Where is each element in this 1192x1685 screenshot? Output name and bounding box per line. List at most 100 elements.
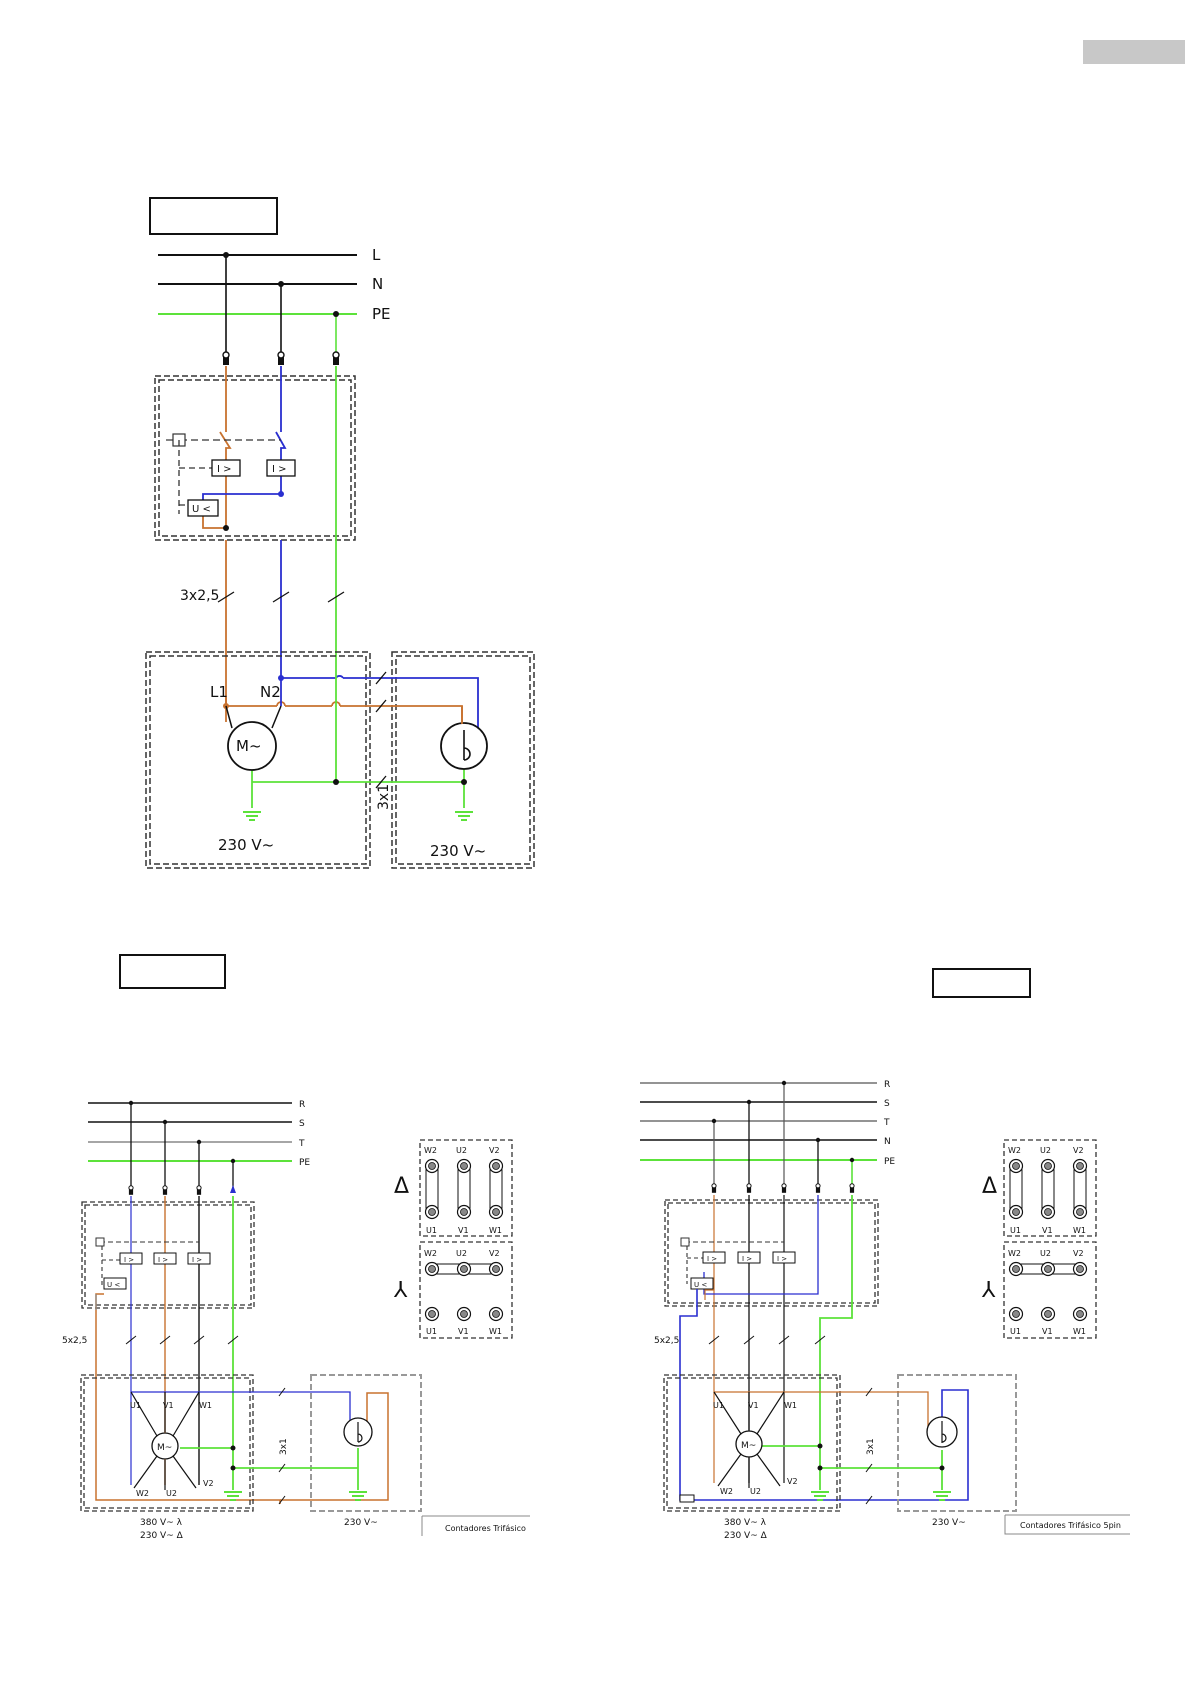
cable-label-2: 5x2,5 (62, 1336, 87, 1346)
pump-enclosure-3 (897, 1374, 1017, 1512)
svg-text:W2: W2 (1008, 1249, 1021, 1258)
svg-text:V2: V2 (489, 1146, 500, 1155)
svg-text:V1: V1 (458, 1226, 469, 1235)
svg-text:W2: W2 (424, 1146, 437, 1155)
svg-text:W2: W2 (1008, 1146, 1021, 1155)
bus-label-N: N (884, 1137, 891, 1147)
pump-cable-label-3: 3x1 (866, 1438, 876, 1455)
diagram-single-phase: L N PE (145, 197, 535, 869)
voltage-pump-3: 230 V~ (932, 1518, 966, 1528)
terminal-V1: V1 (163, 1401, 174, 1410)
earth-icon (223, 1491, 243, 1501)
earth-icon (454, 811, 474, 821)
svg-text:W2: W2 (424, 1249, 437, 1258)
title-box-3 (932, 968, 1031, 998)
svg-text:U2: U2 (1040, 1249, 1051, 1258)
svg-text:U2: U2 (456, 1249, 467, 1258)
svg-text:V2: V2 (1073, 1146, 1084, 1155)
terminal-W2: W2 (136, 1489, 149, 1498)
motor-symbol: M~ (741, 1441, 756, 1451)
breaker-enclosure-2 (81, 1201, 255, 1309)
star-symbol: ⅄ (982, 1278, 996, 1303)
svg-text:W1: W1 (489, 1327, 502, 1336)
svg-text:U1: U1 (1010, 1226, 1021, 1235)
voltage-star-3: 380 V~ λ (724, 1518, 767, 1528)
bus-label-T: T (298, 1139, 305, 1149)
earth-icon (932, 1491, 952, 1501)
terminal-board-delta-3: Δ W2 U2 V2 U1 V1 W1 (982, 1139, 1097, 1237)
svg-text:W1: W1 (489, 1226, 502, 1235)
svg-text:U2: U2 (456, 1146, 467, 1155)
diagram-three-phase: R S T PE I > (62, 954, 530, 1541)
caption-3: Contadores Trifásico 5pin (1020, 1521, 1121, 1530)
svg-text:V2: V2 (489, 1249, 500, 1258)
corner-tab (1083, 40, 1185, 64)
terminal-W1: W1 (199, 1401, 212, 1410)
terminal-L1: L1 (210, 683, 228, 701)
svg-text:W1: W1 (1073, 1226, 1086, 1235)
bus-label-N: N (372, 275, 383, 293)
svg-text:U1: U1 (1010, 1327, 1021, 1336)
fuse-icon (332, 351, 340, 366)
undervoltage-label: U < (107, 1281, 120, 1289)
delta-symbol: Δ (394, 1174, 409, 1199)
fuse-icon (222, 351, 230, 366)
pump-enclosure (391, 651, 535, 869)
motor-icon (227, 721, 277, 771)
bus-label-S: S (884, 1099, 890, 1109)
cable-label-1: 3x2,5 (180, 588, 219, 604)
terminal-U2: U2 (750, 1487, 761, 1496)
svg-text:U1: U1 (426, 1327, 437, 1336)
pump-cable-label-2: 3x1 (279, 1438, 289, 1455)
voltage-motor-1: 230 V~ (218, 836, 274, 854)
terminal-N2: N2 (260, 683, 281, 701)
relay-label: I > (742, 1255, 752, 1263)
bus-label-S: S (299, 1119, 305, 1129)
diagram-three-phase-neutral: R S T N PE (640, 968, 1130, 1541)
terminal-U1: U1 (713, 1401, 724, 1410)
relay-label: I > (707, 1255, 717, 1263)
terminal-W2: W2 (720, 1487, 733, 1496)
earth-icon (810, 1491, 830, 1501)
relay-label: I > (124, 1256, 134, 1264)
terminal-U2: U2 (166, 1489, 177, 1498)
bus-label-PE: PE (884, 1157, 895, 1167)
relay-I1 (211, 459, 241, 477)
undervoltage-label: U < (192, 504, 211, 515)
terminal-U1: U1 (130, 1401, 141, 1410)
terminal-board-star-3: ⅄ W2 U2 V2 U1 V1 W1 (982, 1241, 1097, 1339)
delta-symbol: Δ (982, 1174, 997, 1199)
motor-enclosure (145, 651, 371, 869)
svg-text:U2: U2 (1040, 1146, 1051, 1155)
terminal-V2: V2 (787, 1477, 798, 1486)
fuse-icon (277, 351, 285, 366)
relay-label: I > (158, 1256, 168, 1264)
voltage-delta-2: 230 V~ Δ (140, 1531, 184, 1541)
bus-label-PE: PE (372, 305, 391, 323)
bus-label-PE: PE (299, 1158, 310, 1168)
motor-symbol: M~ (157, 1443, 172, 1453)
svg-text:V1: V1 (1042, 1226, 1053, 1235)
cable-label-3: 5x2,5 (654, 1336, 679, 1346)
relay-label: I > (272, 464, 287, 475)
bus-label-L: L (372, 246, 381, 264)
caption-2: Contadores Trifásico (445, 1524, 526, 1533)
undervoltage-relay (187, 499, 219, 517)
terminal-V1: V1 (748, 1401, 759, 1410)
svg-text:V1: V1 (1042, 1327, 1053, 1336)
voltage-pump-2: 230 V~ (344, 1518, 378, 1528)
svg-text:V1: V1 (458, 1327, 469, 1336)
bus-label-R: R (299, 1100, 305, 1110)
relay-I2 (266, 459, 296, 477)
title-box-1 (149, 197, 278, 235)
terminal-board-delta-2: Δ W2 U2 V2 U1 V1 W1 (394, 1139, 513, 1237)
svg-text:W1: W1 (1073, 1327, 1086, 1336)
bus-label-R: R (884, 1080, 890, 1090)
terminal-V2: V2 (203, 1479, 214, 1488)
relay-label: I > (217, 464, 232, 475)
pump-enclosure-2 (310, 1374, 422, 1512)
motor-enclosure-2 (80, 1374, 254, 1512)
pump-cable-label-1: 3x1 (376, 784, 392, 810)
